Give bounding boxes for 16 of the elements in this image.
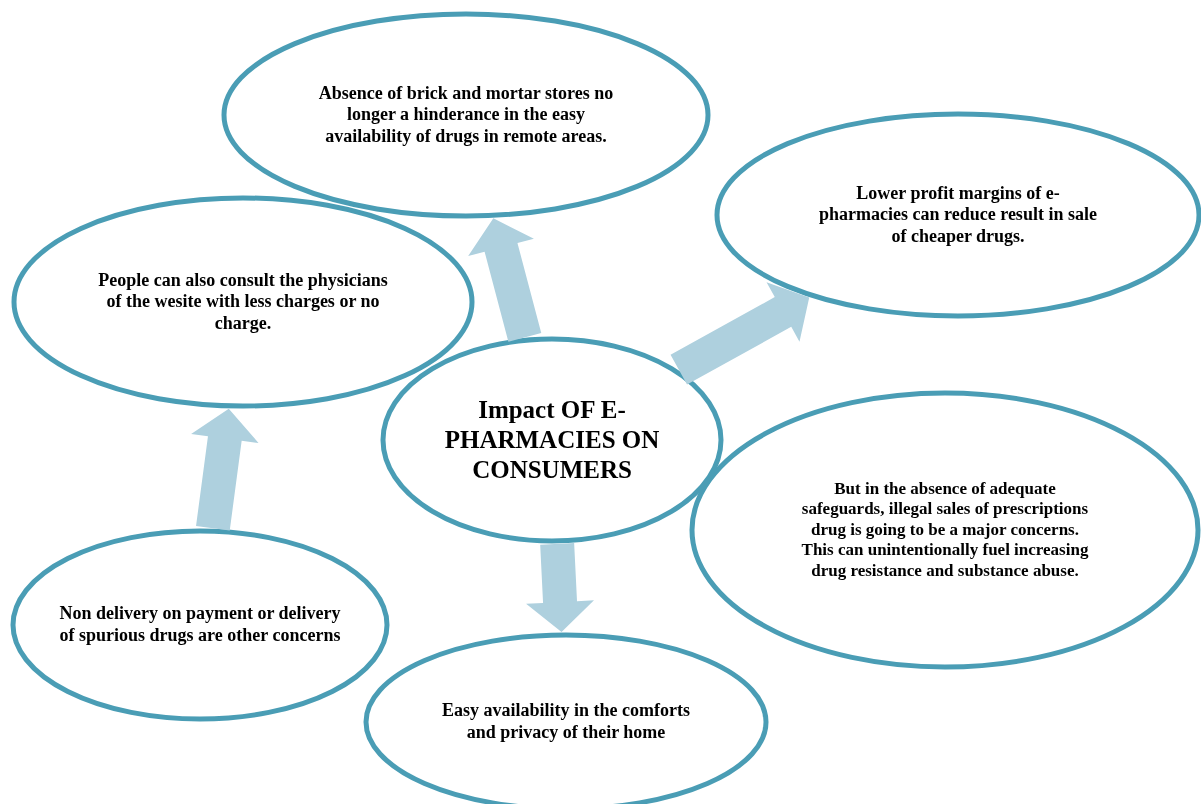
ellipse-text: But in the absence of adequate safeguards, illegal sales of prescriptions drug is going to be a major concerns. This can unintentionally fuel increasing drug resistance and substance abuse. [800, 478, 1090, 582]
block-arrow [191, 408, 259, 531]
ellipse-node [380, 336, 724, 544]
ellipse-node [689, 390, 1201, 670]
block-arrow [468, 218, 542, 342]
ellipse-text: Easy availability in the comforts and privacy of their home [441, 699, 691, 744]
ellipse-node [10, 528, 390, 722]
block-arrow [670, 282, 810, 385]
ellipse-text: Non delivery on payment or delivery of spurious drugs are other concerns [58, 602, 342, 647]
ellipse-node [11, 195, 475, 409]
ellipse-text: Absence of brick and mortar stores no longer a hinderance in the easy availability of drugs in remote areas. [317, 81, 615, 148]
ellipse-text: People can also consult the physicians of the wesite with less charges or no charge. [98, 268, 388, 335]
ellipse-node [221, 11, 711, 219]
center-title: Impact OF E-PHARMACIES ON CONSUMERS [443, 395, 661, 485]
block-arrow [526, 543, 594, 632]
ellipse-text: Lower profit margins of e-pharmacies can reduce result in sale of cheaper drugs. [818, 181, 1098, 248]
